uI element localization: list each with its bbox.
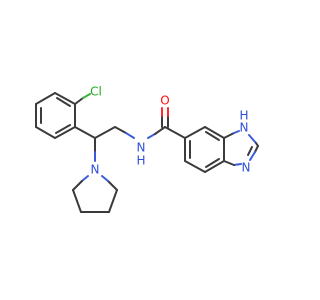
ch-ch2-bond bbox=[94, 126, 116, 139]
oxygen-label: O bbox=[160, 94, 169, 108]
chlorine-label: Cl bbox=[90, 85, 102, 99]
c-cl-bond-colored bbox=[82, 93, 91, 99]
imidazole-hydrogen-label: H bbox=[239, 109, 248, 123]
amide-hydrogen-label: H bbox=[136, 154, 145, 168]
phenyl-ch-bond bbox=[74, 126, 96, 139]
imidazole-nh-nitrogen-label: N bbox=[240, 121, 249, 135]
benzimidazole-imidazole-ring bbox=[223, 130, 259, 166]
ch2-n-bond bbox=[114, 126, 127, 134]
benzimidazole-benzene-ring bbox=[184, 126, 225, 173]
carbonyl-aryl-bond bbox=[164, 126, 186, 139]
pyrrolidine-ring bbox=[72, 175, 118, 213]
imidazole-nitrogen-label: N bbox=[242, 161, 251, 175]
ch2-n-bond-colored bbox=[125, 132, 135, 139]
n-carbonyl-bond-colored bbox=[147, 133, 156, 139]
chlorophenyl-ring bbox=[35, 92, 76, 139]
molecule-structure: O N H H N N N Cl bbox=[35, 85, 259, 213]
n-carbonyl-bond bbox=[154, 126, 166, 135]
amide-nitrogen-label: N bbox=[137, 141, 146, 155]
c-cl-bond bbox=[74, 97, 84, 105]
pyrrolidine-nitrogen-label: N bbox=[91, 163, 100, 177]
